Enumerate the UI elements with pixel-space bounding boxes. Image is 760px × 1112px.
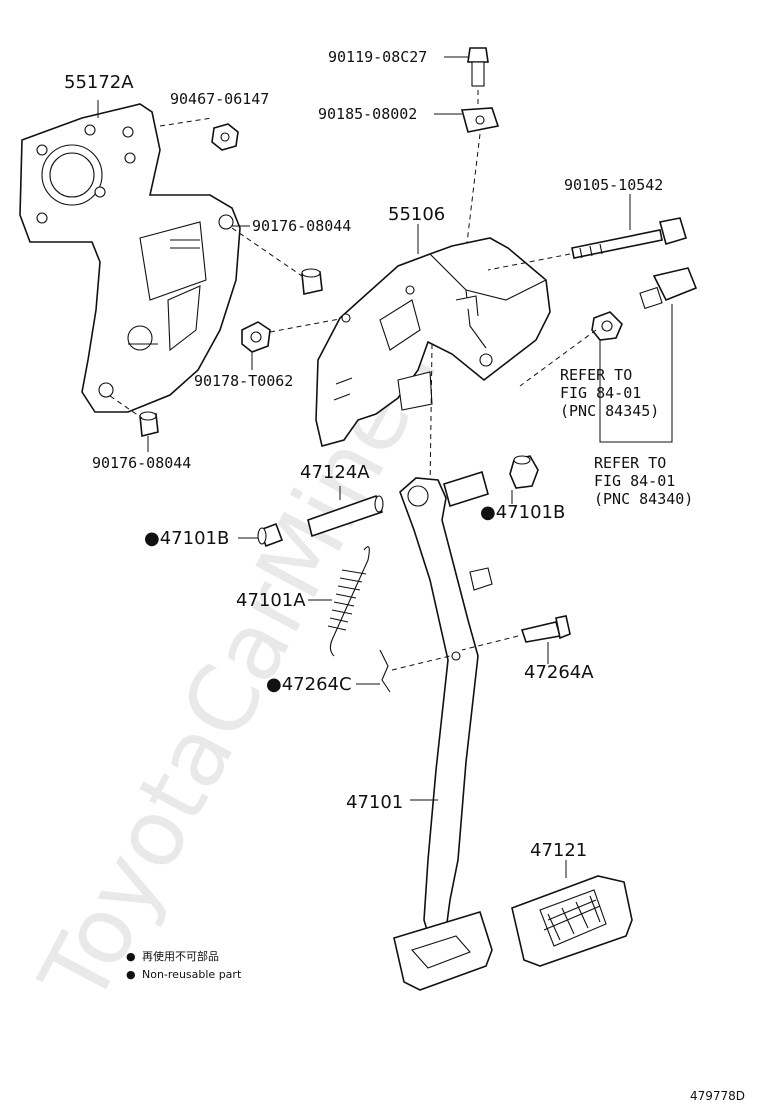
label-47121: 47121 xyxy=(530,840,587,861)
bolt-90119-08C27 xyxy=(444,47,489,87)
spring-47101A xyxy=(308,546,370,657)
bushing-47101B-right xyxy=(509,455,539,504)
ref2-line1: REFER TO xyxy=(594,454,666,472)
label-47101: 47101 xyxy=(346,792,403,813)
nut-90467-06147 xyxy=(159,117,239,151)
label-47101A: 47101A xyxy=(236,590,306,611)
label-90185-08002: 90185-08002 xyxy=(318,105,417,123)
ref1-line2: FIG 84-01 xyxy=(560,384,641,402)
pin-47264A xyxy=(461,615,571,664)
label-47101B-left: ●47101B xyxy=(144,528,229,549)
label-90467-06147: 90467-06147 xyxy=(170,90,269,108)
pedal-pad-47121 xyxy=(511,860,633,967)
label-90178-T0062: 90178-T0062 xyxy=(194,372,293,390)
label-47101B-right: ●47101B xyxy=(480,502,565,523)
clip-47264C xyxy=(356,649,451,693)
ref1-line1: REFER TO xyxy=(560,366,632,384)
label-47124A: 47124A xyxy=(300,462,370,483)
legend-marker-jp: ● xyxy=(126,950,136,963)
legend-en: Non-reusable part xyxy=(142,968,242,981)
ref2-line2: FIG 84-01 xyxy=(594,472,675,490)
pedal-pad-base xyxy=(393,911,493,991)
bushing-47101B-left xyxy=(238,522,284,548)
stop-lamp-switch xyxy=(519,267,698,443)
legend: ● 再使用不可部品 ● Non-reusable part xyxy=(126,949,242,981)
legend-marker-en: ● xyxy=(126,968,136,981)
nut-90176-08044-upper xyxy=(231,225,323,295)
label-47264C: ●47264C xyxy=(266,674,352,695)
label-90176-08044-upper: 90176-08044 xyxy=(252,217,351,235)
label-55172A: 55172A xyxy=(64,72,134,93)
ref1-line3: (PNC 84345) xyxy=(560,402,659,420)
nut-90176-08044-lower xyxy=(109,395,159,452)
figure-code: 479778D xyxy=(690,1089,745,1103)
ref2-line3: (PNC 84340) xyxy=(594,490,693,508)
label-90176-08044-lower: 90176-08044 xyxy=(92,454,191,472)
nut-90178-T0062 xyxy=(241,317,346,370)
bracket-55172A xyxy=(19,100,241,413)
bolt-90105-10542 xyxy=(487,194,687,271)
bracket-55106 xyxy=(315,224,551,491)
label-90105-10542: 90105-10542 xyxy=(564,176,663,194)
label-90119-08C27: 90119-08C27 xyxy=(328,48,427,66)
label-55106: 55106 xyxy=(388,204,445,225)
legend-jp: 再使用不可部品 xyxy=(142,949,219,963)
pedal-arm-47101 xyxy=(399,477,493,942)
label-47264A: 47264A xyxy=(524,662,594,683)
pin-47124A xyxy=(307,470,489,538)
